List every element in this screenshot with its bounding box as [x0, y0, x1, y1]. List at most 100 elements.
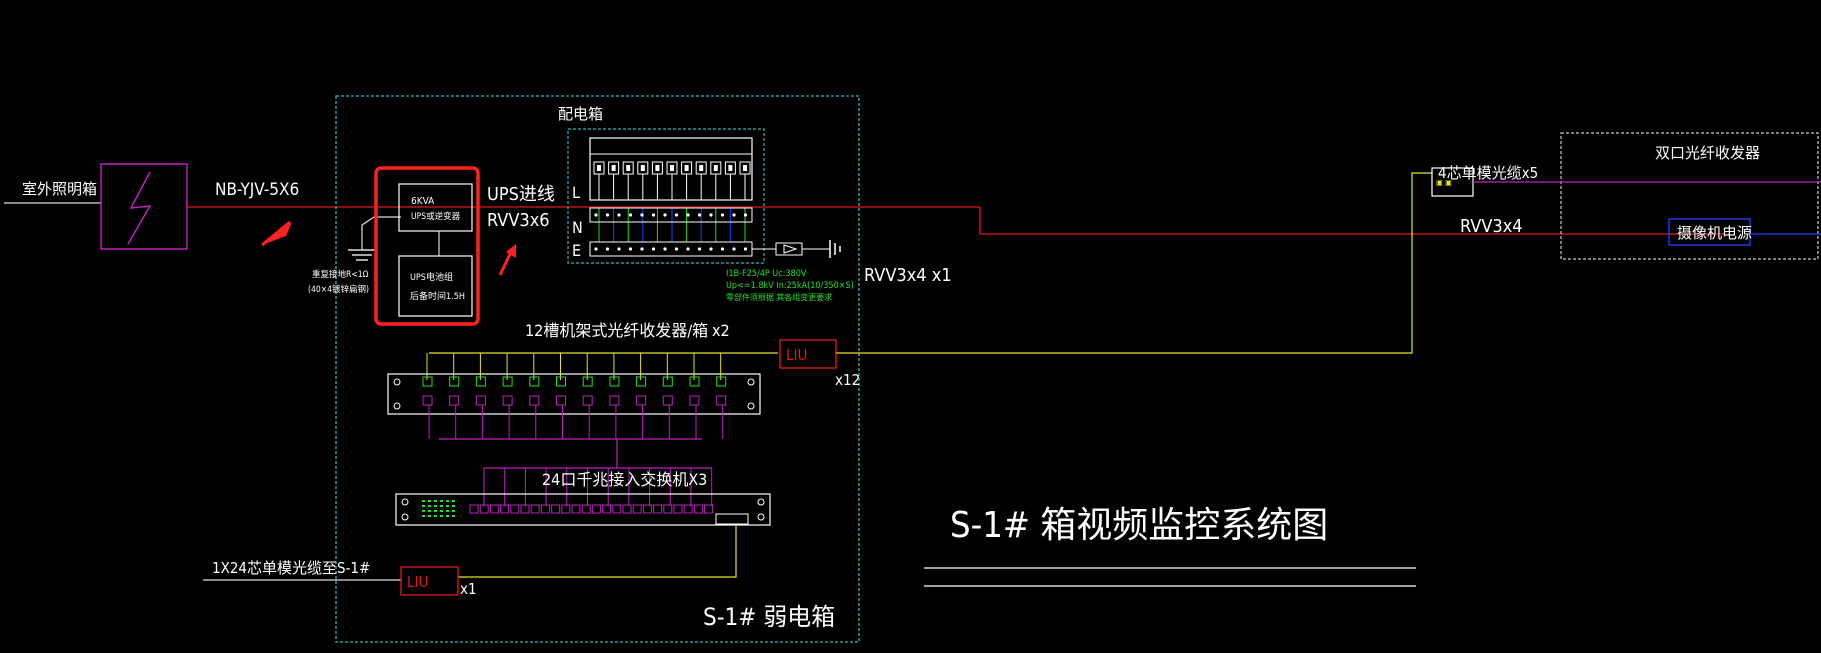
- status-led: [446, 515, 449, 517]
- battery-label-2: 后备时间1.5H: [410, 290, 465, 302]
- terminal: [732, 213, 736, 217]
- status-led: [422, 515, 425, 517]
- terminal: [674, 247, 679, 251]
- switch-port: [551, 504, 561, 514]
- switch-port: [683, 504, 693, 514]
- switch-port: [602, 504, 612, 514]
- status-led: [446, 500, 449, 502]
- camera-power-label: 摄像机电源: [1677, 224, 1752, 242]
- switch-port: [469, 504, 479, 514]
- busbar-terminals: [594, 213, 748, 251]
- lightning-icon: [127, 171, 152, 245]
- terminal: [594, 247, 598, 251]
- x12-label: x12: [835, 371, 860, 389]
- breaker-toggle: [597, 165, 601, 171]
- status-led: [422, 510, 425, 512]
- status-led: [446, 505, 449, 507]
- slot-port: [475, 395, 486, 406]
- switch-port: [612, 504, 622, 514]
- ground-symbol: 重复接地R<1Ω (40×4镀锌扁钢): [308, 216, 401, 295]
- breaker-toggle: [655, 165, 660, 171]
- ups-highlight-box: [374, 166, 480, 326]
- slot-port: [716, 376, 727, 387]
- terminal: [617, 247, 621, 251]
- status-led: [440, 510, 443, 512]
- liu-top-label: LIU: [786, 346, 807, 364]
- switch-port: [530, 504, 540, 514]
- status-led: [422, 505, 425, 507]
- terminal: [743, 247, 748, 251]
- breaker-toggle: [728, 165, 733, 171]
- switch-port: [622, 504, 632, 514]
- slot-port: [422, 395, 433, 406]
- switch-port: [663, 504, 673, 514]
- terminal: [651, 213, 656, 217]
- liu-bottom-label: LIU: [407, 573, 428, 591]
- slot-port: [529, 395, 540, 406]
- status-led: [440, 500, 443, 502]
- switch-ports: [469, 504, 714, 514]
- switch-port: [520, 504, 530, 514]
- status-led: [452, 515, 455, 517]
- fiber-transceiver-rack: 12槽机架式光纤收发器/箱 x2: [387, 321, 778, 506]
- ups-device-label: UPS或逆变器: [411, 211, 461, 222]
- terminal: [732, 247, 736, 251]
- ups-kva-label: 6KVA: [411, 196, 435, 207]
- status-led: [422, 500, 425, 502]
- bus-n-label: N: [572, 218, 583, 237]
- status-led: [434, 505, 437, 507]
- breaker-toggle: [640, 165, 645, 171]
- rvv-right-label: RVV3x4: [1460, 216, 1523, 237]
- slot-port: [609, 395, 620, 406]
- rvv-x1-label: RVV3x4 x1: [864, 265, 952, 286]
- breaker-toggle: [626, 165, 631, 171]
- rack-slots: [422, 353, 727, 439]
- slot-port: [556, 376, 566, 387]
- slot-port: [609, 376, 620, 387]
- switch-port: [561, 504, 571, 514]
- diagram-title-block: S-1# 箱视频监控系统图: [924, 505, 1416, 587]
- breaker-toggle: [743, 165, 747, 171]
- diagram-title: S-1# 箱视频监控系统图: [950, 505, 1328, 546]
- terminal: [605, 213, 610, 217]
- switch-port: [510, 504, 520, 514]
- terminal: [651, 247, 656, 251]
- ups-assembly: 6KVA UPS或逆变器 UPS电池组 后备时间1.5H: [374, 166, 480, 326]
- main-cable-label: NB-YJV-5X6: [215, 180, 299, 200]
- slot-port: [662, 395, 673, 406]
- ups-in-label-1: UPS进线: [487, 184, 555, 205]
- switch-port: [591, 504, 601, 514]
- terminal: [628, 213, 633, 217]
- switch-port: [673, 504, 683, 514]
- liu-top-unit: LIU x12: [779, 172, 1432, 389]
- slot-port: [689, 376, 700, 387]
- status-led: [428, 510, 431, 512]
- ups-in-label-2: RVV3x6: [487, 210, 550, 231]
- slot-port: [502, 376, 513, 387]
- switch-port: [581, 504, 591, 514]
- terminal: [743, 213, 748, 217]
- status-led: [428, 515, 431, 517]
- remote-field-unit: ▣ ▣ 4芯单模光缆x5 RVV3x4 双口光纤收发器 摄像机电源: [1431, 132, 1821, 260]
- gigabit-switch: 24口千兆接入交换机X3: [395, 470, 771, 578]
- dist-box-title: 配电箱: [558, 105, 603, 123]
- switch-port: [479, 504, 489, 514]
- terminal: [674, 213, 679, 217]
- terminal: [697, 247, 702, 251]
- status-led: [446, 510, 449, 512]
- slot-port: [475, 376, 486, 387]
- slot-port: [636, 395, 647, 406]
- terminal: [686, 247, 690, 251]
- terminal: [697, 213, 702, 217]
- breaker-toggle: [670, 165, 674, 171]
- terminal: [628, 247, 633, 251]
- status-led: [434, 515, 437, 517]
- switch-port: [642, 504, 652, 514]
- switch-port: [571, 504, 581, 514]
- bus-e-label: E: [572, 241, 581, 260]
- fiber-cable-label: 1X24芯单模光缆至S-1#: [212, 559, 370, 577]
- terminal: [594, 213, 598, 217]
- spd-spec-3: 零部件须根据 其各组变更要求: [726, 292, 832, 302]
- slot-port: [449, 395, 460, 406]
